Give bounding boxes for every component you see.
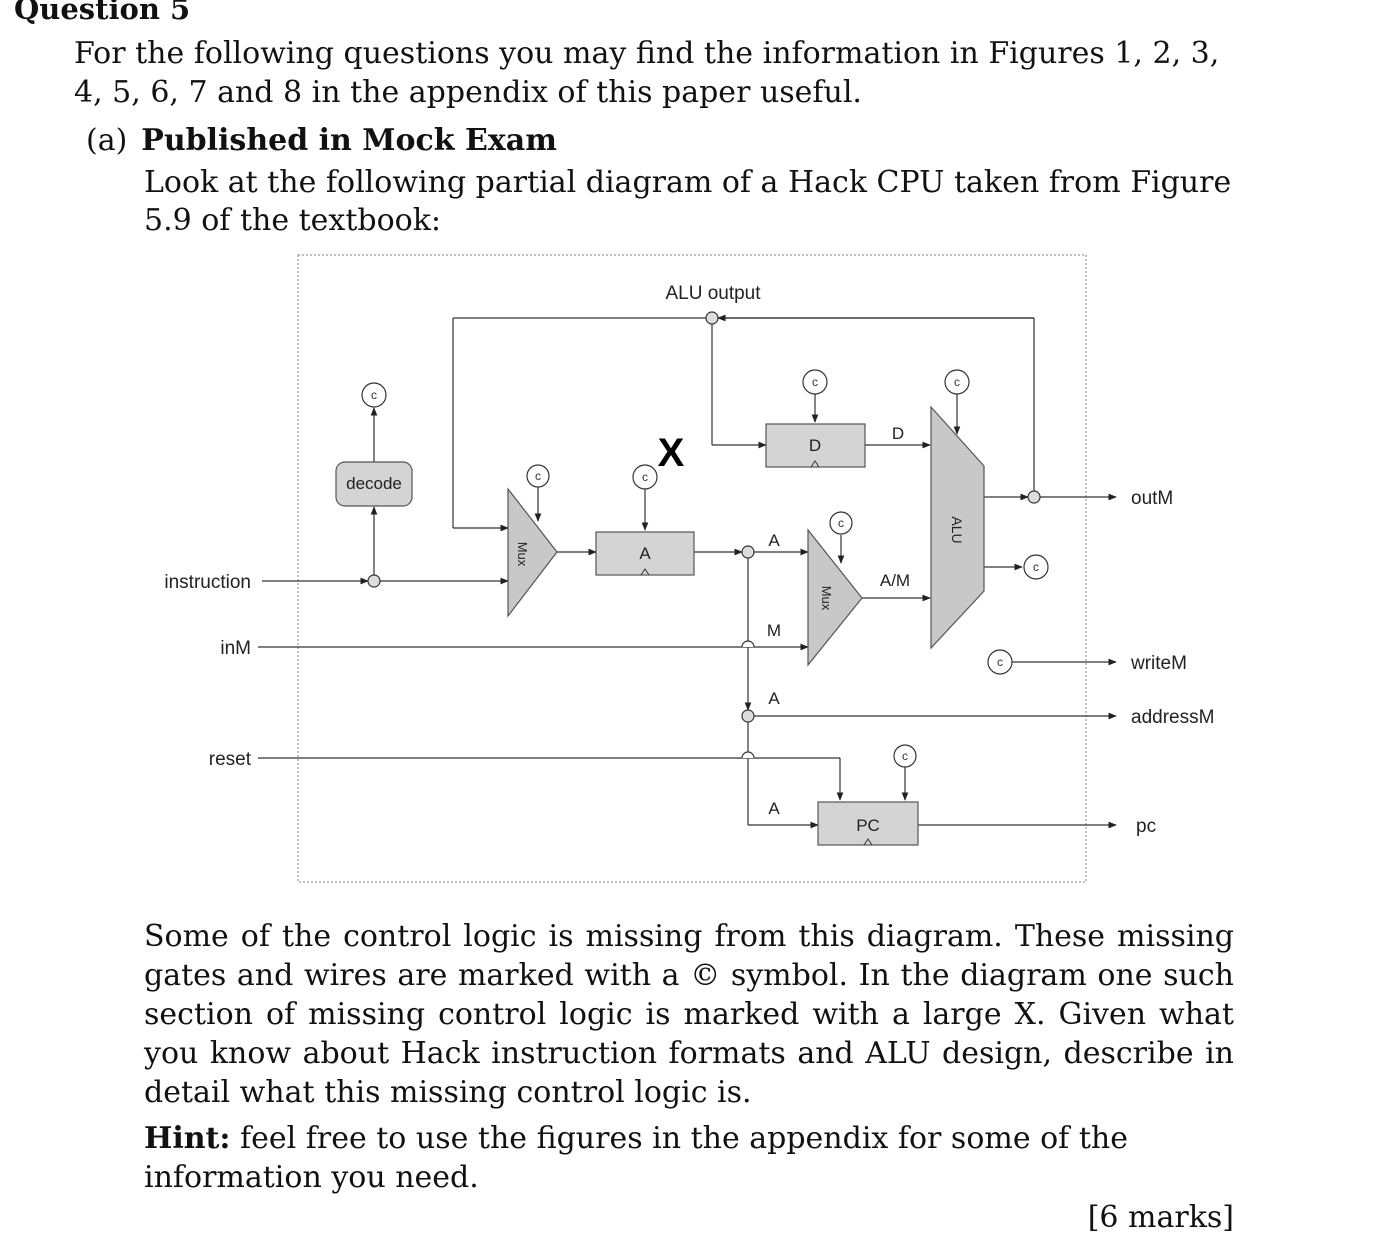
control-marker (632, 464, 658, 490)
control-marker-label: c (1033, 560, 1039, 574)
d-register (765, 423, 866, 468)
a-wire-label: A (768, 531, 780, 550)
a-register-label: A (639, 544, 651, 563)
pc-register (817, 801, 919, 846)
part-title: Published in Mock Exam (141, 123, 557, 158)
control-marker-label: c (997, 655, 1003, 669)
am-wire-label: A/M (880, 571, 910, 590)
control-marker (1023, 554, 1049, 580)
diagram-frame (297, 254, 1087, 883)
alu-output-label: ALU output (665, 283, 761, 304)
input-label-inm: inM (220, 638, 251, 659)
question-heading: Question 5 (14, 0, 191, 26)
d-wire-label: D (892, 424, 904, 443)
control-marker (361, 382, 387, 408)
part-a-description: Some of the control logic is missing fro… (144, 919, 1234, 1110)
input-label-instruction: instruction (164, 572, 251, 593)
question-intro: For the following questions you may find… (74, 36, 1220, 110)
control-marker-label: c (535, 469, 541, 483)
output-label-outm: outM (1131, 488, 1173, 509)
control-marker (526, 464, 550, 488)
hint: Hint: feel free to use the figures in th… (144, 1119, 1234, 1197)
mux-a-input (507, 487, 558, 618)
part-label: (a) (86, 123, 128, 158)
a-register (595, 531, 695, 576)
control-marker-label: c (954, 375, 960, 389)
decode-label: decode (346, 474, 402, 493)
control-marker (987, 649, 1013, 675)
marks: [6 marks] (1087, 1200, 1234, 1235)
a-wire-label: A (768, 799, 780, 818)
part-a-prompt: Look at the following partial diagram of… (144, 165, 1232, 238)
output-label-addressm: addressM (1131, 707, 1214, 728)
a-wire-label: A (768, 689, 780, 708)
pc-register-label: PC (856, 816, 880, 835)
control-marker (829, 511, 853, 535)
input-label-reset: reset (209, 749, 252, 770)
part-a-header: (a) Published in Mock Exam (86, 123, 557, 158)
decode-block (335, 461, 413, 507)
control-marker-label: c (902, 749, 908, 763)
control-marker-label: c (812, 375, 818, 389)
hint-label: Hint: (144, 1121, 231, 1156)
mux-label: Mux (819, 586, 834, 611)
control-marker (802, 369, 828, 395)
alu-label: ALU (949, 516, 965, 543)
control-marker-label: c (642, 470, 648, 484)
hint-text: feel free to use the figures in the appe… (144, 1121, 1128, 1195)
mux-label: Mux (515, 542, 530, 567)
x-marker: X (658, 431, 685, 475)
alu-block (930, 405, 985, 650)
d-register-label: D (809, 436, 821, 455)
control-marker-label: c (371, 388, 377, 402)
control-marker-label: c (838, 516, 844, 530)
output-label-writem: writeM (1130, 653, 1187, 674)
control-marker (893, 744, 917, 768)
control-marker (944, 369, 970, 395)
mux-am-input (807, 528, 863, 667)
m-wire-label: M (767, 621, 781, 640)
output-label-pc: pc (1136, 816, 1156, 837)
